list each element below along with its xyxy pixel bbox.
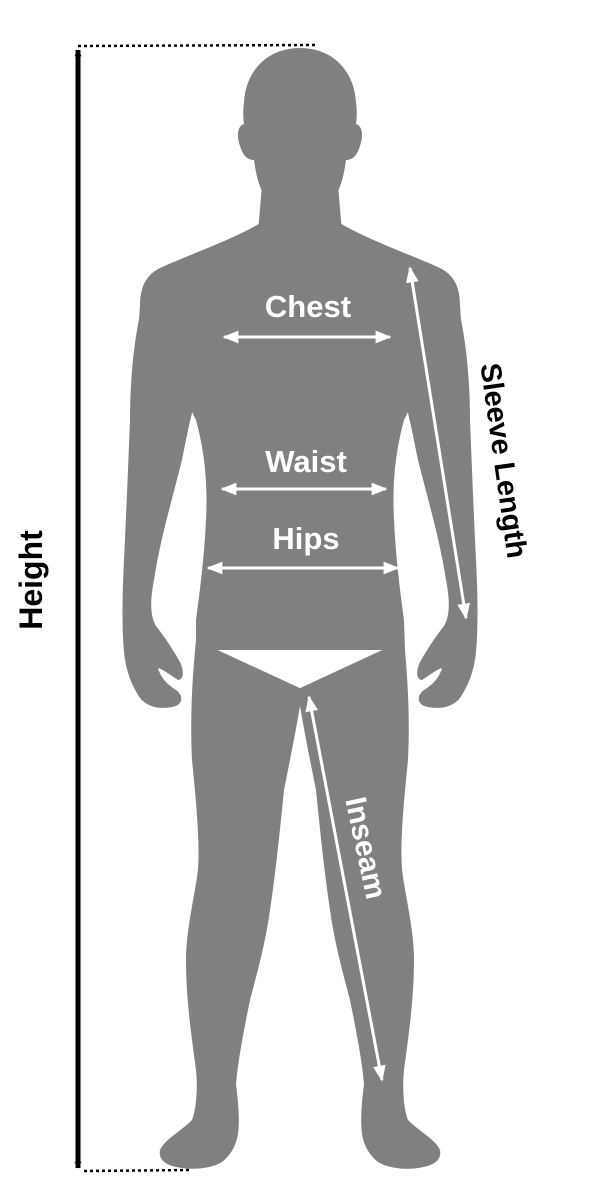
neck-shape <box>258 185 342 232</box>
chest-label: Chest <box>265 289 351 324</box>
waist-label: Waist <box>265 444 347 479</box>
sleeve-length-label: Sleeve Length <box>473 361 532 560</box>
head-shape <box>237 48 363 204</box>
sleeve-length-arrow <box>405 266 471 620</box>
height-bottom-dotted-line <box>83 1168 193 1173</box>
hips-label: Hips <box>272 521 339 556</box>
height-top-dotted-line <box>77 43 319 48</box>
left-leg-shape <box>159 640 304 1169</box>
height-label: Height <box>13 530 49 630</box>
inseam-arrow <box>305 695 386 1082</box>
body-silhouette <box>122 48 478 1169</box>
torso-shape <box>138 222 462 650</box>
right-leg-shape <box>296 640 441 1169</box>
left-arm-shape <box>122 292 196 708</box>
